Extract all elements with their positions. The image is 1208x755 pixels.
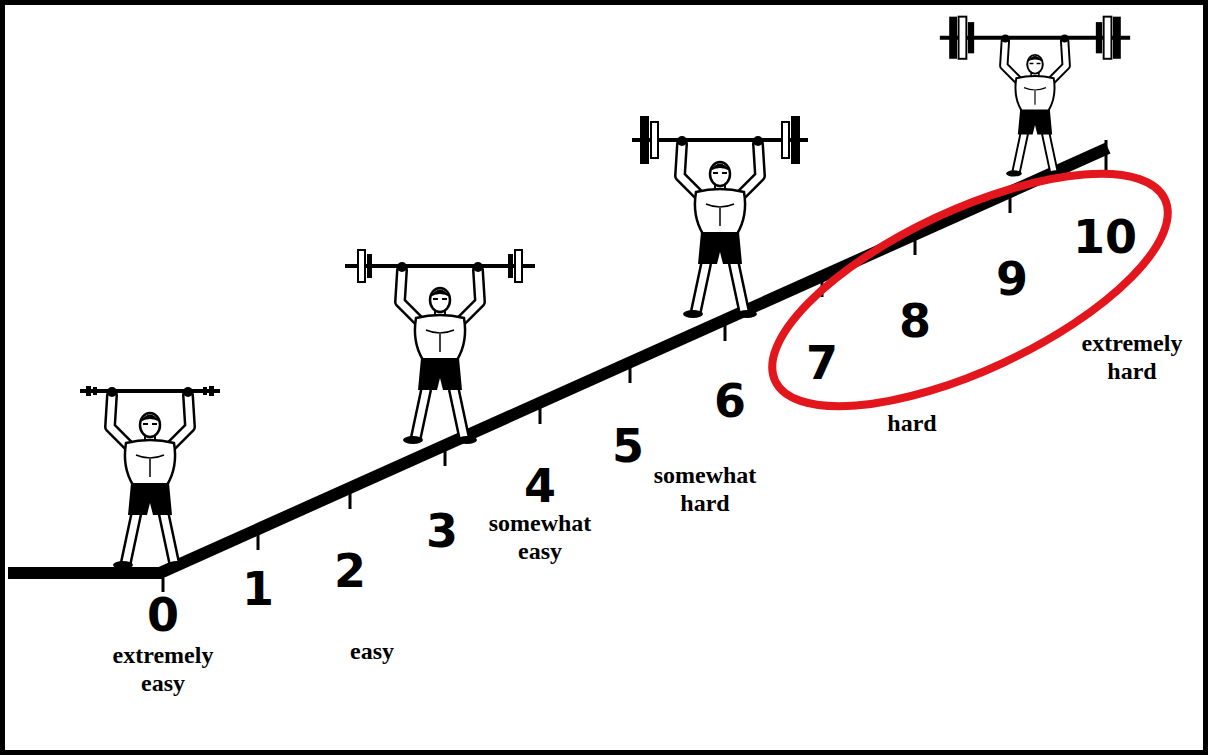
scale-descriptor: extremely easy [113, 642, 214, 697]
label-slot: 3 [426, 508, 458, 554]
scale-number: 0 [147, 592, 179, 638]
label-slot: 10 [1073, 214, 1137, 260]
scale-number: 9 [996, 256, 1028, 302]
label-slot: hard [887, 410, 936, 438]
label-slot: 6 [714, 378, 746, 424]
label-slot: easy [350, 638, 394, 666]
scale-descriptor: somewhat easy [489, 510, 592, 565]
label-slot: 7 [806, 340, 838, 386]
scale-descriptor: somewhat hard [654, 462, 757, 517]
frame [3, 3, 1206, 753]
weightlifter-figure [632, 116, 808, 318]
weightlifter-figure [940, 17, 1130, 177]
highlight-ellipse [741, 127, 1198, 454]
label-slot: extremely hard [1082, 330, 1183, 385]
scale-number: 8 [899, 298, 931, 344]
scale-descriptor: easy [350, 638, 394, 666]
label-slot: 8 [899, 298, 931, 344]
label-slot: somewhat easy [489, 510, 592, 565]
scale-number: 10 [1073, 214, 1137, 260]
label-slot: 4 [524, 463, 556, 509]
scale-descriptor: extremely hard [1082, 330, 1183, 385]
scale-number: 2 [334, 548, 366, 594]
label-slot: 2 [334, 548, 366, 594]
label-slot: extremely easy [113, 642, 214, 697]
scale-number: 5 [612, 423, 644, 469]
scale-number: 1 [242, 566, 274, 612]
label-slot: 1 [242, 566, 274, 612]
scale-number: 7 [806, 340, 838, 386]
scale-number: 4 [524, 463, 556, 509]
label-slot: 9 [996, 256, 1028, 302]
label-slot: somewhat hard [654, 462, 757, 517]
label-slot: 5 [612, 423, 644, 469]
weightlifter-figure [80, 386, 220, 569]
weightlifter-figure [345, 250, 535, 444]
scale-number: 6 [714, 378, 746, 424]
scale-descriptor: hard [887, 410, 936, 438]
label-slot: 0 [147, 592, 179, 638]
scale-number: 3 [426, 508, 458, 554]
